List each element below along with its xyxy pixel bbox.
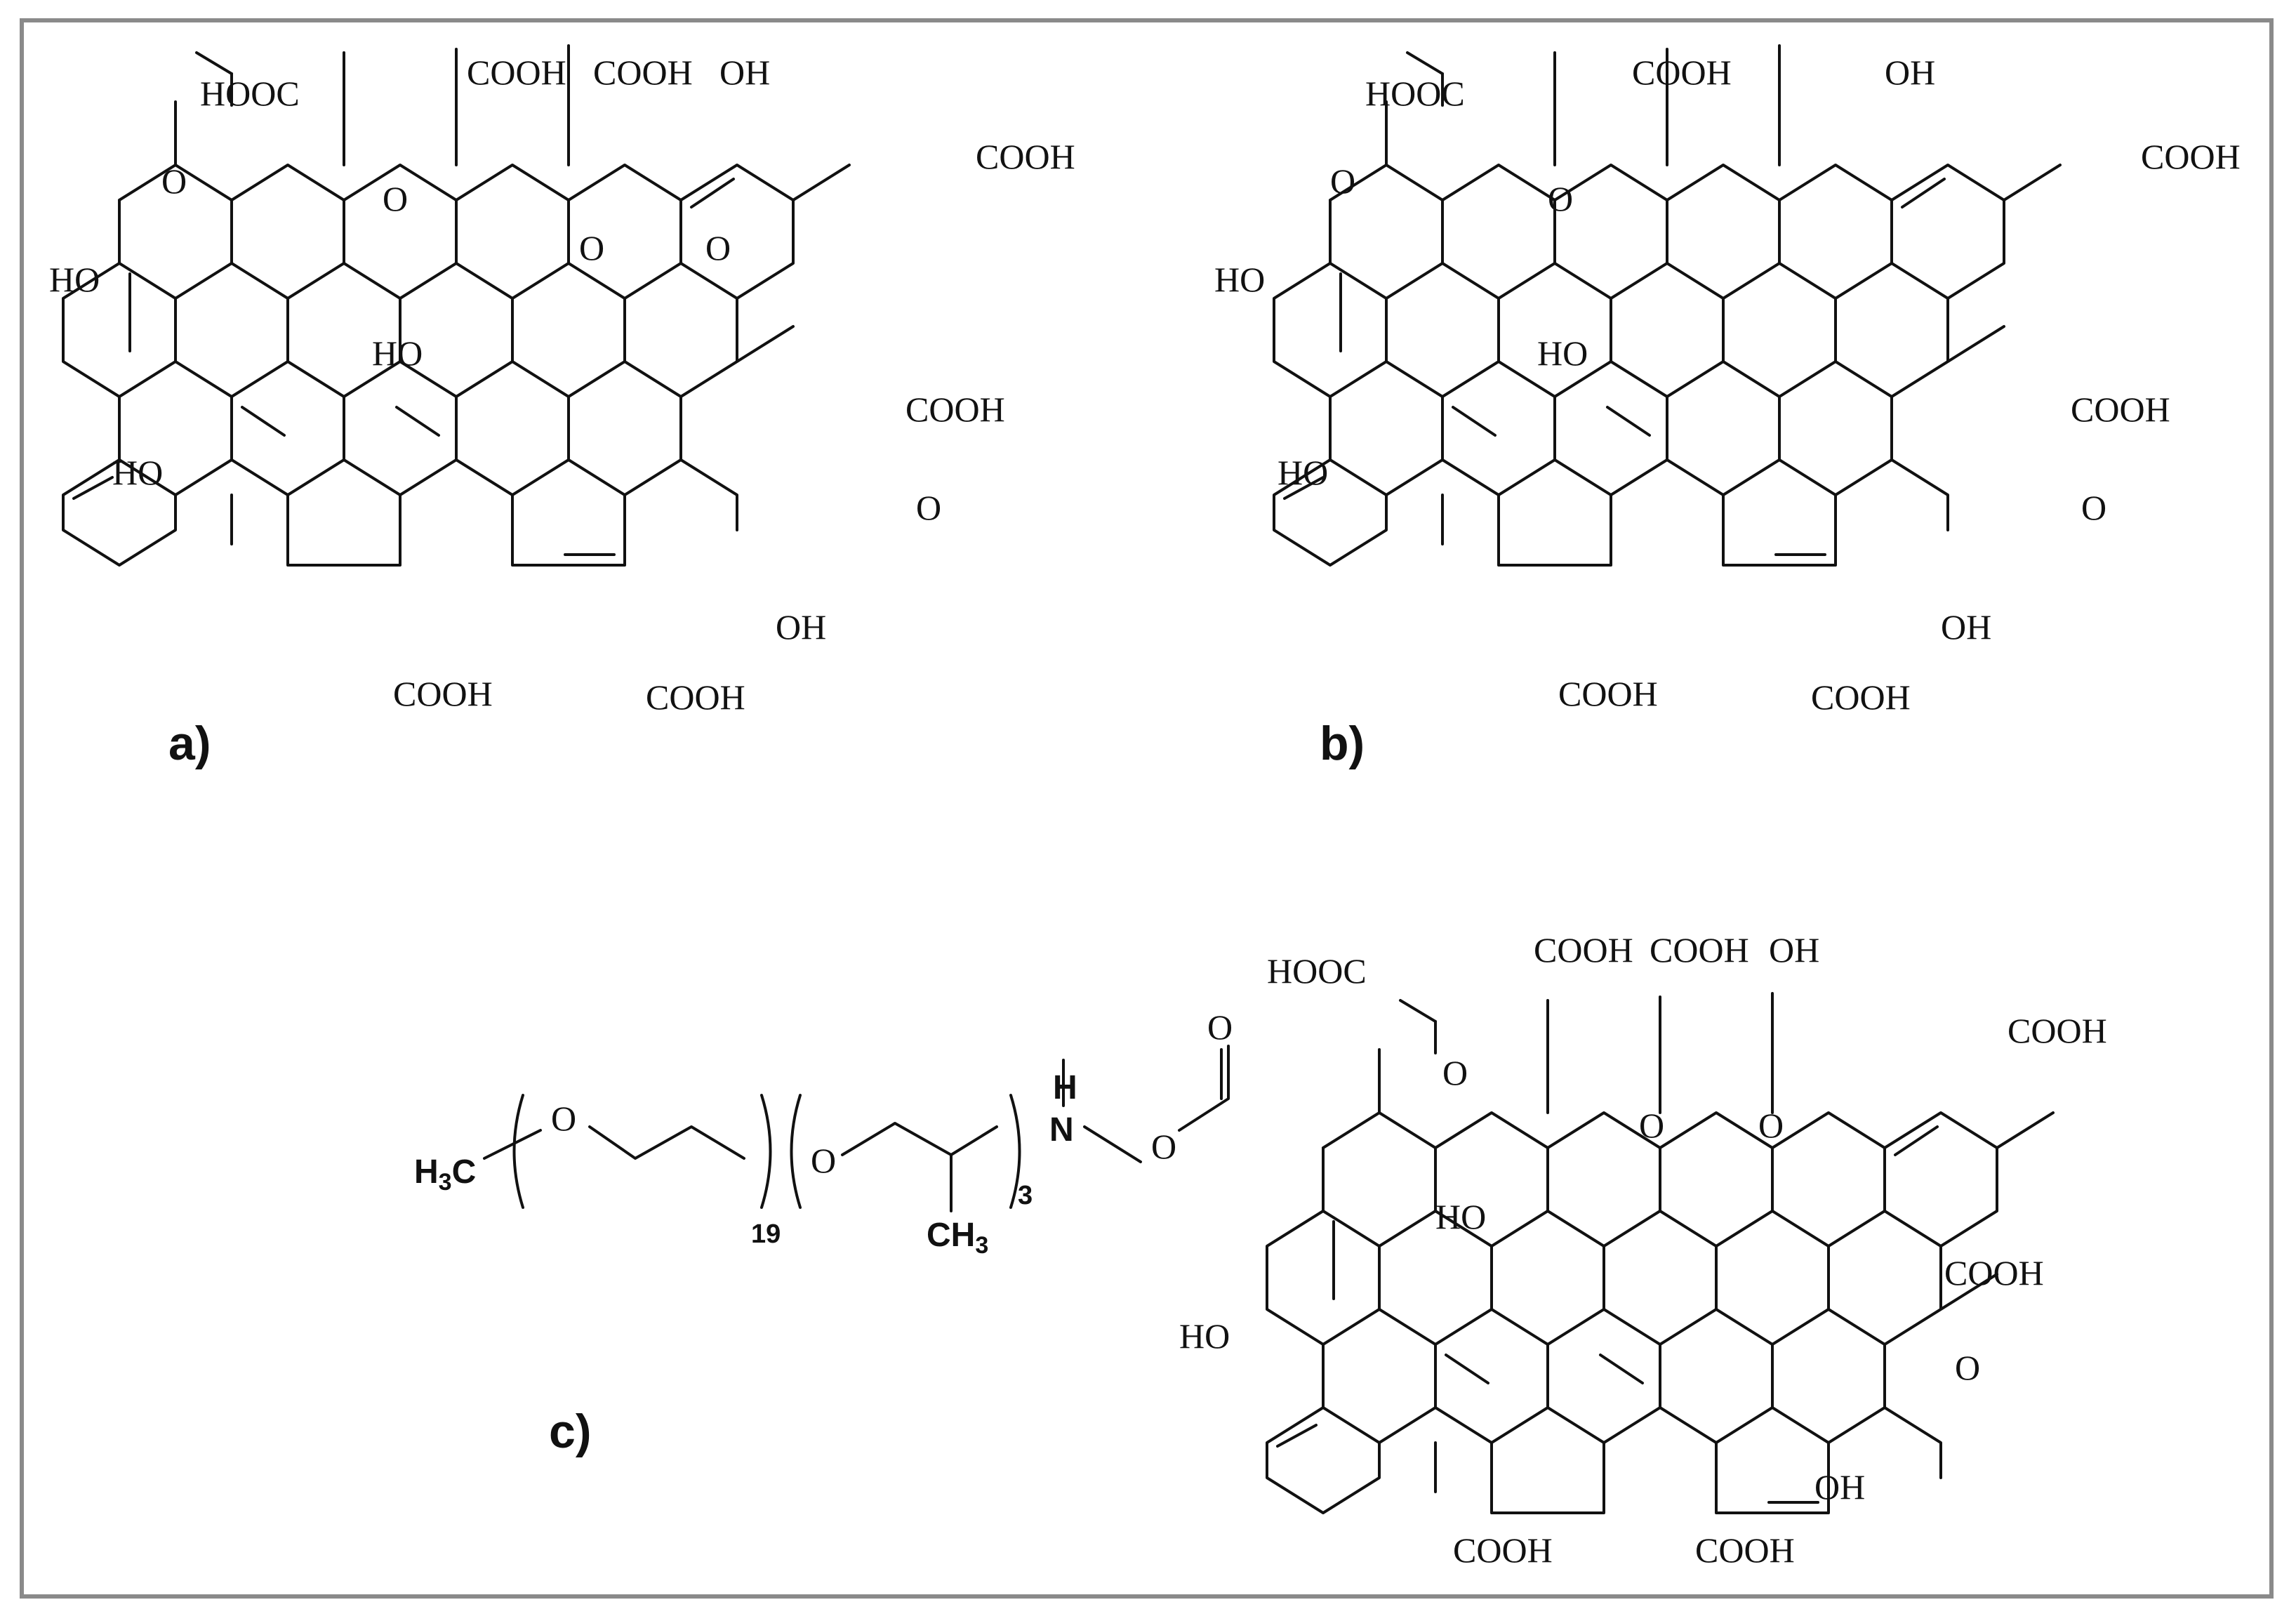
o-label: O <box>2081 488 2106 527</box>
structure-c <box>1266 992 2055 1514</box>
ho-label: HO <box>1179 1316 1230 1356</box>
cooh-label: COOH <box>1811 677 1911 717</box>
o-label: O <box>383 179 408 218</box>
cooh-label: COOH <box>467 53 566 92</box>
repeat-count-19: 19 <box>751 1219 781 1249</box>
cooh-label: COOH <box>1534 930 1633 970</box>
o-label: O <box>1151 1127 1176 1166</box>
cooh-label: COOH <box>1632 53 1732 92</box>
ho-label: HO <box>112 453 163 492</box>
hooc-label: HOOC <box>1267 951 1367 991</box>
structure-a <box>62 44 851 567</box>
h3c-label: H3C <box>414 1153 476 1196</box>
oh-label: OH <box>1769 930 1819 970</box>
o-label: O <box>811 1141 836 1180</box>
o-label: O <box>1442 1053 1468 1092</box>
cooh-label: COOH <box>1944 1253 2044 1292</box>
cooh-label: COOH <box>905 390 1005 429</box>
oh-label: OH <box>1885 53 1935 92</box>
panel-a-label: a) <box>168 717 211 770</box>
o-label: O <box>1758 1106 1784 1145</box>
cooh-label: COOH <box>1650 930 1749 970</box>
o-label: O <box>1639 1106 1664 1145</box>
o-label: O <box>1330 161 1355 201</box>
o-label: O <box>1955 1348 1980 1387</box>
o-label: O <box>1548 179 1573 218</box>
labels-b: HOOC COOH OH COOH O HO HO COOH HO O OH C… <box>1214 53 2241 770</box>
ho-label: HO <box>1214 260 1265 299</box>
hooc-label: HOOC <box>1365 74 1465 113</box>
ho-label: HO <box>1435 1197 1486 1236</box>
cooh-label: COOH <box>2071 390 2170 429</box>
cooh-label: COOH <box>2141 137 2241 176</box>
repeat-count-3: 3 <box>1018 1181 1033 1210</box>
oh-label: OH <box>776 607 826 647</box>
h-label: H <box>1053 1069 1077 1106</box>
structure-b <box>1273 44 2062 567</box>
oh-label: OH <box>1814 1467 1865 1507</box>
panel-c-label: c) <box>549 1405 591 1458</box>
oh-label: OH <box>1941 607 1991 647</box>
ho-label: HO <box>1537 333 1588 373</box>
cooh-label: COOH <box>976 137 1075 176</box>
cooh-label: COOH <box>593 53 693 92</box>
ho-label: HO <box>1278 453 1328 492</box>
o-label: O <box>705 228 731 267</box>
cooh-label: COOH <box>393 674 493 713</box>
cooh-label: COOH <box>1453 1530 1553 1570</box>
o-label: O <box>579 228 604 267</box>
panel-b-label: b) <box>1320 717 1365 770</box>
polymer-chain: H3C O 19 O CH3 3 H N O O <box>414 1007 1233 1259</box>
o-label: O <box>551 1099 576 1138</box>
cooh-label: COOH <box>1695 1530 1795 1570</box>
labels-a: HOOC COOH COOH OH COOH O HO HO COOH HO O… <box>49 53 1075 770</box>
cooh-label: COOH <box>2008 1011 2107 1050</box>
o-label: O <box>161 161 187 201</box>
cooh-label: COOH <box>646 677 745 717</box>
labels-c: HOOC COOH COOH OH COOH HO COOH HO O OH C… <box>549 930 2107 1570</box>
ho-label: HO <box>372 333 423 373</box>
cooh-label: COOH <box>1558 674 1658 713</box>
o-label: O <box>916 488 941 527</box>
ho-label: HO <box>49 260 100 299</box>
o-label: O <box>1207 1007 1233 1047</box>
ch3-label: CH3 <box>927 1217 988 1259</box>
n-label: N <box>1049 1111 1074 1149</box>
hooc-label: HOOC <box>200 74 300 113</box>
oh-label: OH <box>719 53 770 92</box>
